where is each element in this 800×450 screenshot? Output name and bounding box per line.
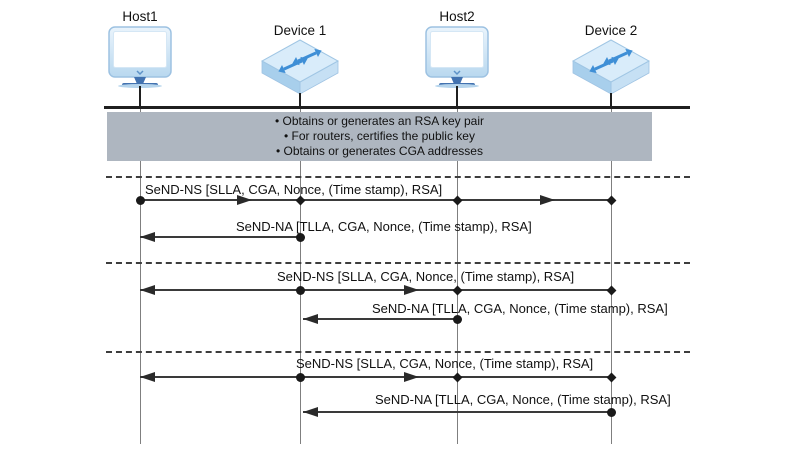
hop-diamond [606,372,616,382]
hop-diamond [452,285,462,295]
host-icon [425,26,489,93]
arrowhead-right-icon [540,195,555,205]
arrowhead-right-icon [237,195,252,205]
node-connector-host1 [139,86,141,107]
arrowhead-left-icon [140,285,155,295]
hop-diamond [452,195,462,205]
message-arrow-na-3 [303,411,611,413]
lifeline-host1 [139,109,141,444]
node-label-host1: Host1 [122,9,158,24]
section-divider-2 [106,262,690,264]
node-label-device2: Device 2 [584,23,638,38]
source-dot [295,285,305,295]
lifeline-host2 [456,109,458,444]
message-arrow-ns-1 [140,199,611,201]
arrowhead-left-icon [303,407,318,417]
source-dot [135,195,145,205]
message-arrow-na-2 [303,318,457,320]
switch-icon [571,39,651,100]
hop-diamond [606,195,616,205]
node-label-host2: Host2 [439,9,475,24]
arrowhead-right-icon [404,372,419,382]
source-dot [606,407,616,417]
init-bullet-1: • Obtains or generates an RSA key pair [275,114,484,128]
node-connector-device1 [299,93,301,107]
source-dot [452,314,462,324]
arrowhead-left-icon [140,232,155,242]
host-icon [108,26,172,93]
message-label-na-3: SeND-NA [TLLA, CGA, Nonce, (Time stamp),… [375,392,671,407]
message-arrow-ns-2 [140,289,611,291]
network-bus-line [104,106,690,109]
message-arrow-na-1 [140,236,300,238]
message-label-na-1: SeND-NA [TLLA, CGA, Nonce, (Time stamp),… [236,219,532,234]
arrowhead-left-icon [140,372,155,382]
message-label-ns-3: SeND-NS [SLLA, CGA, Nonce, (Time stamp),… [296,356,594,371]
switch-icon [260,39,340,100]
lifeline-device1 [299,109,301,444]
lifeline-device2 [610,109,612,444]
message-label-ns-2: SeND-NS [SLLA, CGA, Nonce, (Time stamp),… [277,269,575,284]
message-arrow-ns-3 [140,376,611,378]
init-bullet-2: • For routers, certifies the public key [284,129,475,143]
source-dot [295,372,305,382]
hop-diamond [606,285,616,295]
init-note-box: • Obtains or generates an RSA key pair •… [107,112,652,161]
section-divider-3 [106,351,690,353]
section-divider-1 [106,176,690,178]
init-bullet-3: • Obtains or generates CGA addresses [276,144,483,158]
source-dot [295,232,305,242]
node-label-device1: Device 1 [273,23,327,38]
arrowhead-right-icon [404,285,419,295]
arrowhead-left-icon [303,314,318,324]
node-connector-device2 [610,93,612,107]
message-label-na-2: SeND-NA [TLLA, CGA, Nonce, (Time stamp),… [372,301,668,316]
message-label-ns-1: SeND-NS [SLLA, CGA, Nonce, (Time stamp),… [145,182,443,197]
hop-diamond [452,372,462,382]
node-connector-host2 [456,86,458,107]
